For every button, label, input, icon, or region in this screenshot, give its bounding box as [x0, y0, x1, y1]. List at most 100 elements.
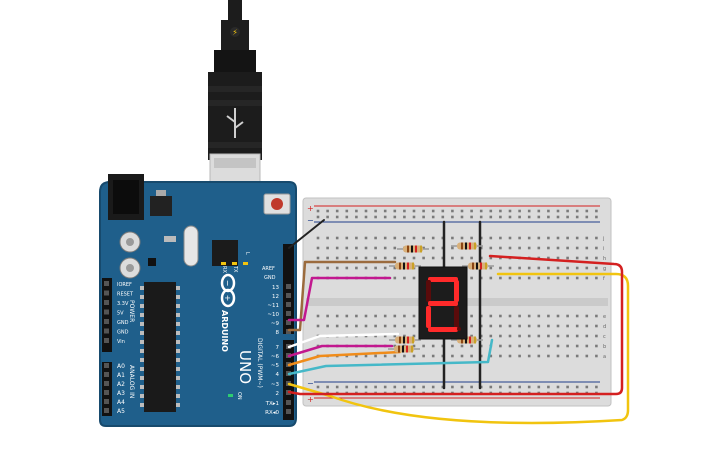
- wire-pin2-red[interactable]: [287, 254, 624, 396]
- wire-gnd-black[interactable]: [288, 219, 325, 249]
- segment-f: [426, 280, 431, 302]
- svg-text:h: h: [603, 256, 606, 262]
- header-pin[interactable]: [104, 328, 109, 334]
- svg-text:j: j: [602, 236, 604, 242]
- header-pin[interactable]: [104, 290, 109, 296]
- digital-pin-label: 2: [276, 391, 280, 397]
- header-pin[interactable]: [286, 311, 291, 316]
- digital-pin-label: 7: [276, 345, 280, 351]
- svg-text:e: e: [603, 314, 606, 320]
- usb-cable[interactable]: ⚡: [208, 0, 262, 213]
- wire-pin8-brown[interactable]: [287, 260, 397, 332]
- seven-segment-display[interactable]: [418, 266, 468, 340]
- svg-text:⚡: ⚡: [232, 28, 238, 37]
- decimal-point: [457, 327, 461, 331]
- header-pin[interactable]: [104, 338, 109, 343]
- power-pin-label: GND: [117, 320, 129, 326]
- analog-pin-label: A3: [117, 390, 125, 397]
- rail-plus-label: +: [307, 204, 314, 213]
- resistor[interactable]: [462, 262, 494, 270]
- resistor[interactable]: [389, 336, 421, 344]
- svg-text:a: a: [603, 354, 606, 360]
- analog-pin-label: A0: [117, 363, 125, 370]
- wires[interactable]: [287, 219, 630, 425]
- wire-pin7-white[interactable]: [287, 332, 400, 349]
- header-pin[interactable]: [286, 409, 291, 414]
- header-pin[interactable]: [104, 381, 109, 386]
- svg-text:i: i: [603, 246, 604, 252]
- header-pin[interactable]: [286, 293, 291, 298]
- svg-text:ON: ON: [236, 392, 242, 400]
- header-pin[interactable]: [104, 363, 109, 368]
- wire-pin5-orange[interactable]: [287, 350, 402, 367]
- aref-label: AREF: [262, 266, 275, 272]
- resistors[interactable]: [388, 242, 494, 353]
- digital-pin-label: ~9: [271, 321, 280, 327]
- resistor[interactable]: [388, 345, 420, 353]
- arduino-uno-board[interactable]: − + ARDUINO UNO L TX RX ON IOREFRESET3.3…: [99, 174, 297, 427]
- on-led: ON: [228, 392, 242, 400]
- digital-pin-label: ~11: [267, 303, 279, 309]
- header-pin[interactable]: [104, 281, 109, 286]
- board-brand: ARDUINO: [220, 310, 229, 352]
- svg-text:TX: TX: [232, 265, 238, 273]
- svg-text:+: +: [223, 295, 232, 302]
- board-model: UNO: [236, 350, 254, 384]
- usb-chip: [212, 240, 238, 266]
- wire-pin3-yellow[interactable]: [287, 272, 630, 425]
- resistor[interactable]: [451, 242, 483, 250]
- resistor[interactable]: [389, 262, 421, 270]
- header-pin[interactable]: [104, 372, 109, 377]
- power-header-title: POWER: [128, 300, 135, 322]
- digital-header-title: DIGITAL (PWM~): [256, 338, 263, 388]
- gnd-label: GND: [264, 275, 276, 281]
- power-pin-label: GND: [117, 330, 129, 336]
- wire-pin4-cyan[interactable]: [287, 338, 494, 376]
- header-pin[interactable]: [286, 302, 291, 307]
- header-pin[interactable]: [286, 329, 291, 334]
- analog-pin-label: A1: [117, 372, 125, 379]
- reset-button[interactable]: [263, 193, 291, 215]
- resistor[interactable]: [451, 336, 483, 344]
- header-pin[interactable]: [104, 319, 109, 324]
- digit-segments: [426, 277, 459, 332]
- arduino-logo-icon: − +: [220, 273, 236, 308]
- svg-text:c: c: [603, 334, 606, 340]
- header-pin[interactable]: [104, 309, 109, 315]
- atmega-chip: [140, 282, 180, 412]
- analog-pin-label: A2: [117, 381, 125, 388]
- header-pin[interactable]: [286, 400, 291, 405]
- power-pin-label: Vin: [117, 339, 125, 345]
- svg-text:−: −: [307, 379, 314, 388]
- svg-text:−: −: [223, 280, 232, 287]
- digital-pin-label: ~3: [271, 382, 280, 388]
- resistor[interactable]: [397, 245, 429, 253]
- digital-pin-label: TX▸1: [265, 401, 279, 407]
- segment-a: [428, 277, 458, 282]
- svg-text:RX: RX: [221, 266, 227, 273]
- digital-pin-label: 4: [276, 372, 280, 378]
- digital-pin-label: RX◂0: [265, 410, 279, 416]
- header-pin[interactable]: [286, 320, 291, 325]
- header-pin[interactable]: [104, 408, 109, 413]
- analog-pin-label: A5: [117, 408, 125, 415]
- digital-pin-label: 8: [276, 330, 280, 336]
- wire-pin6-magenta[interactable]: [287, 344, 394, 358]
- header-pin[interactable]: [104, 390, 109, 395]
- wire-pin9-magenta[interactable]: [287, 276, 392, 322]
- header-pin[interactable]: [104, 300, 109, 305]
- crystal: [183, 225, 199, 267]
- header-pin[interactable]: [286, 284, 291, 289]
- header-pin[interactable]: [104, 399, 109, 404]
- power-pin-label: RESET: [117, 292, 134, 298]
- power-pin-label: 5V: [117, 311, 124, 317]
- analog-pin-label: A4: [117, 399, 125, 406]
- digital-pin-label: 12: [272, 294, 279, 300]
- segment-b: [454, 280, 459, 302]
- svg-text:+: +: [307, 395, 314, 404]
